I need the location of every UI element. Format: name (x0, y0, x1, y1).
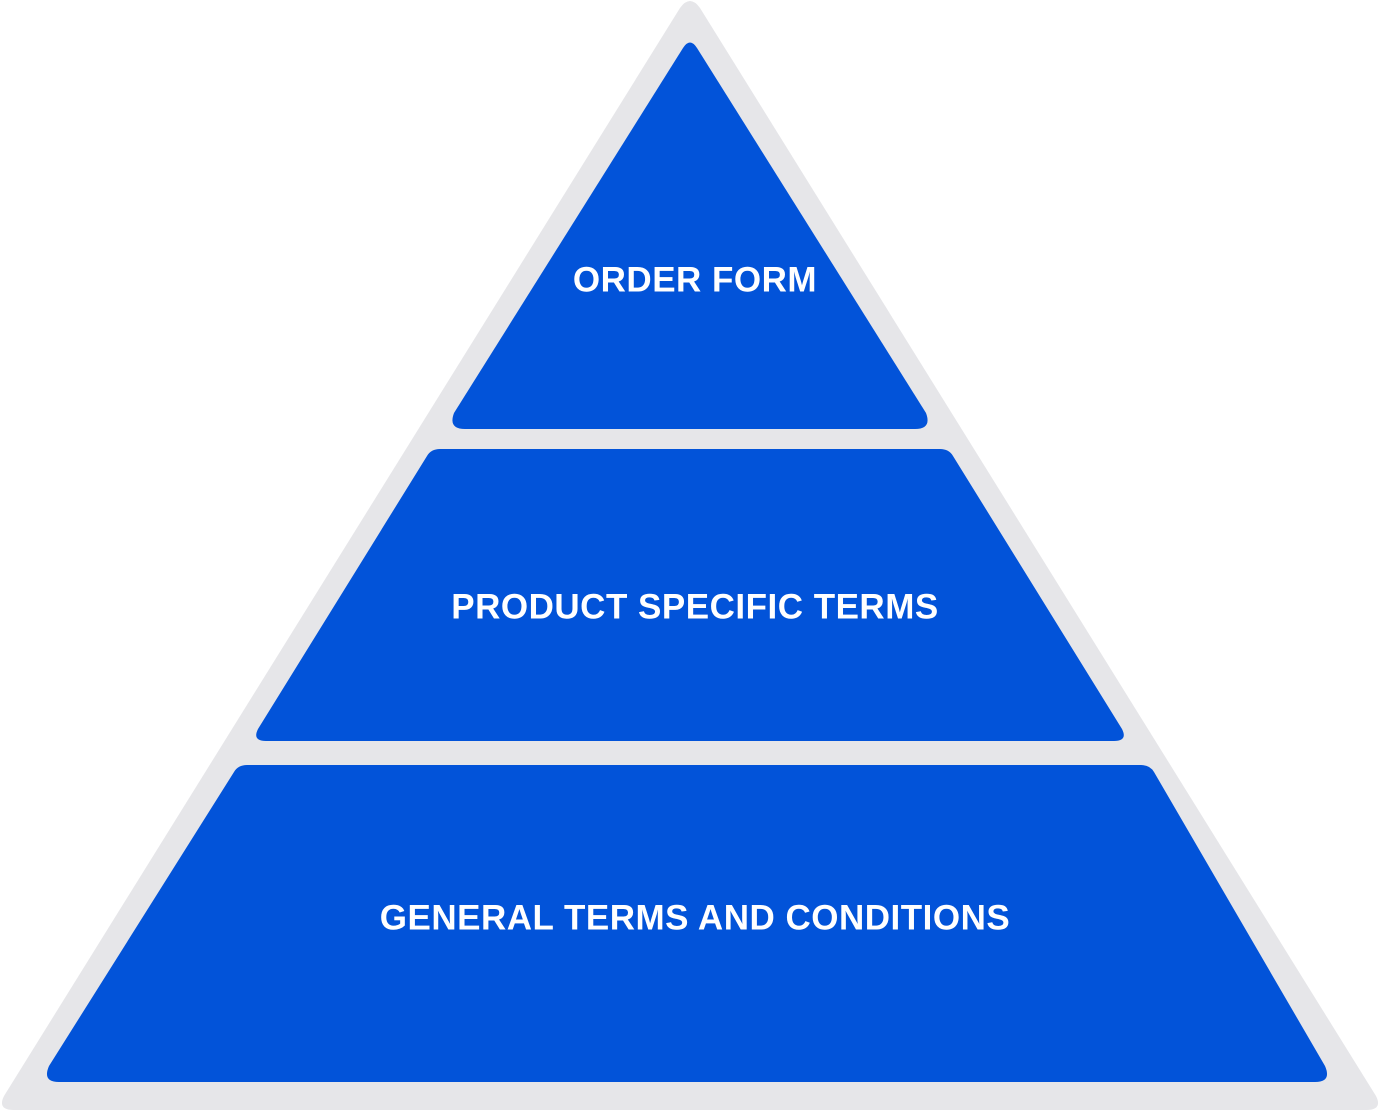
tier-order-form (452, 42, 928, 429)
tier-product-specific-terms-label: PRODUCT SPECIFIC TERMS (451, 587, 938, 626)
tier-product-specific-terms (256, 449, 1124, 741)
tier-general-terms-and-conditions (46, 765, 1328, 1082)
tier-general-terms-and-conditions-label: GENERAL TERMS AND CONDITIONS (380, 898, 1010, 937)
tier-order-form-label: ORDER FORM (573, 260, 817, 299)
